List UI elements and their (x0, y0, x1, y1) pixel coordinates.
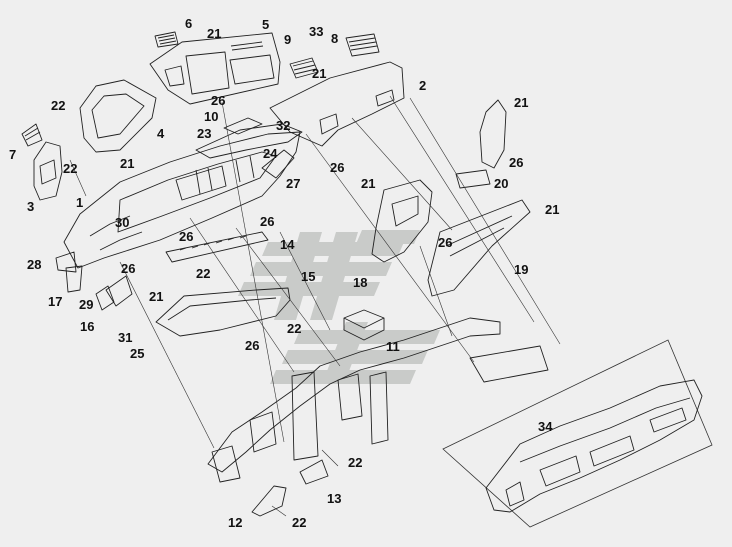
part-7-vent (21, 123, 43, 147)
part-18-right-side-panel (371, 179, 433, 263)
callout-30: 30 (115, 215, 130, 230)
callout-27: 27 (286, 176, 301, 191)
part-12-bracket (251, 485, 287, 517)
callout-32: 32 (276, 118, 291, 133)
callout-10: 10 (204, 109, 219, 124)
part-16-side-trim (95, 285, 115, 311)
callout-28: 28 (27, 257, 42, 272)
callout-26: 26 (179, 229, 194, 244)
callout-21: 21 (120, 156, 135, 171)
callout-22: 22 (292, 515, 307, 530)
callout-3: 3 (27, 199, 35, 214)
callout-16: 16 (80, 319, 95, 334)
part-27-bracket (261, 149, 295, 179)
callout-26: 26 (245, 338, 260, 353)
callout-11: 11 (386, 339, 400, 354)
callout-26: 26 (438, 235, 453, 250)
callout-22: 22 (51, 98, 66, 113)
callout-6: 6 (185, 16, 193, 31)
part-9-vent (289, 57, 319, 79)
part-22-cluster-hood (79, 79, 157, 153)
callout-7: 7 (9, 147, 17, 162)
callout-26: 26 (260, 214, 275, 229)
callout-22: 22 (196, 266, 211, 281)
callout-21: 21 (361, 176, 376, 191)
part-3-side-bezel (33, 141, 63, 201)
callout-29: 29 (79, 297, 94, 312)
callout-22: 22 (63, 161, 78, 176)
callout-26: 26 (330, 160, 345, 175)
callout-5: 5 (262, 17, 270, 32)
cross-car-beam-frame (207, 317, 549, 483)
inset-frame (442, 339, 713, 528)
part-24-upper-cover (195, 123, 303, 159)
callout-26: 26 (509, 155, 524, 170)
callout-8: 8 (331, 31, 339, 46)
part-1-dashboard-carrier (63, 131, 301, 269)
callout-25: 25 (130, 346, 145, 361)
part-29-side-trim (105, 275, 133, 307)
callout-12: 12 (228, 515, 243, 530)
part-8-vent (345, 33, 380, 57)
callout-22: 22 (348, 455, 363, 470)
callout-21: 21 (149, 289, 164, 304)
callout-20: 20 (494, 176, 509, 191)
part-14-switch-panel (165, 231, 269, 263)
part-20-right-pillar-trim (455, 99, 507, 189)
callout-15: 15 (301, 269, 316, 284)
part-19-glovebox-panel (427, 199, 531, 297)
callout-22: 22 (287, 321, 302, 336)
callout-21: 21 (312, 66, 327, 81)
part-5-instrument-panel (149, 32, 281, 105)
callout-23: 23 (197, 126, 212, 141)
callout-9: 9 (284, 32, 292, 47)
callout-2: 2 (419, 78, 427, 93)
callout-19: 19 (514, 262, 529, 277)
leader-lines (69, 95, 561, 517)
callout-34: 34 (538, 419, 553, 434)
callout-17: 17 (48, 294, 63, 309)
callout-21: 21 (207, 26, 222, 41)
part-2-top-cover (269, 61, 405, 147)
callout-26: 26 (121, 261, 136, 276)
watermark-logo (238, 230, 440, 384)
part-34-assembled-dashboard (485, 379, 703, 513)
callout-18: 18 (353, 275, 368, 290)
callout-31: 31 (118, 330, 133, 345)
part-11-module (343, 309, 385, 341)
callout-14: 14 (280, 237, 295, 252)
callout-21: 21 (514, 95, 529, 110)
part-6-vent (154, 31, 179, 48)
callout-21: 21 (545, 202, 560, 217)
callout-33: 33 (309, 24, 324, 39)
callout-24: 24 (263, 146, 278, 161)
callout-13: 13 (327, 491, 342, 506)
callout-26: 26 (211, 93, 226, 108)
part-13-bracket (299, 459, 329, 485)
part-10-trim-piece (223, 117, 263, 135)
part-28-end-cap (55, 251, 77, 273)
callout-1: 1 (76, 195, 84, 210)
part-17-end-cap (65, 265, 83, 293)
callout-4: 4 (157, 126, 165, 141)
